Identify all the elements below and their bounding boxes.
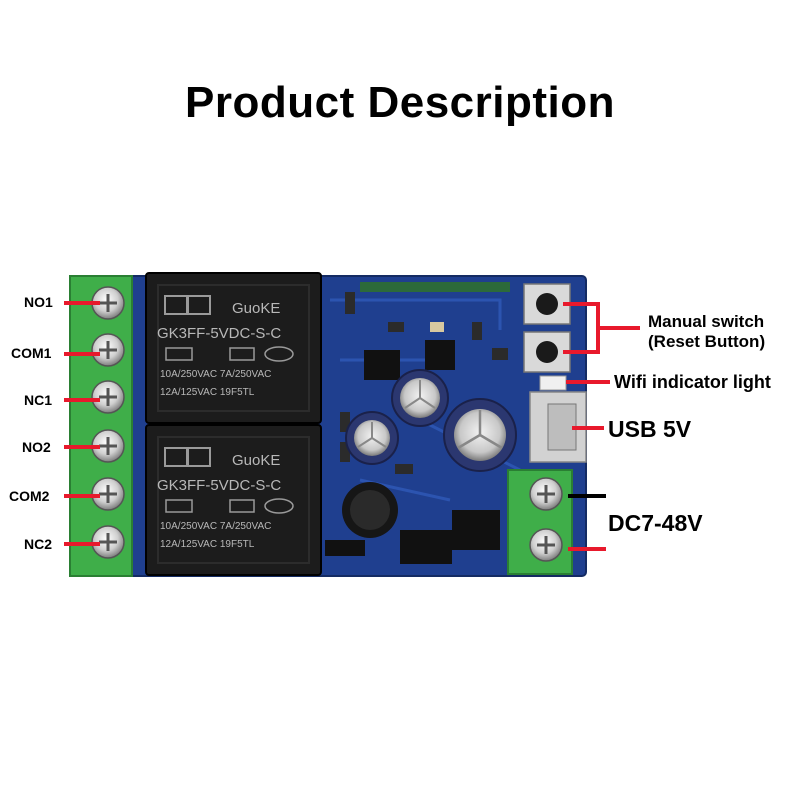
callout-wifi-indicator: Wifi indicator light [614,372,771,392]
relay-2-model: GK3FF-5VDC-S-C [157,477,281,494]
terminal-label-com2: COM2 [9,488,50,504]
page-title: Product Description [185,78,615,127]
capacitors [342,369,517,538]
callout-reset-button: (Reset Button) [648,332,766,351]
terminal-label-no2: NO2 [22,439,51,455]
left-pointer-lines [64,301,100,546]
smd-components [325,292,508,564]
callout-manual-switch: Manual switch [648,312,765,331]
left-terminal-screws [91,286,125,559]
left-terminal-block [69,275,133,577]
right-terminal-screws [529,477,563,562]
relay-1-brand: GuoKE [232,300,280,317]
callout-usb: USB 5V [608,416,692,442]
antenna-trace [360,282,510,292]
wifi-led [539,375,567,391]
certification-marks-icon [165,346,294,514]
terminal-label-com1: COM1 [11,345,52,361]
right-pointer-lines [563,302,640,551]
relay-2-rating-2: 12A/125VAC 19F5TL [160,539,255,550]
relay-2-rating-1: 10A/250VAC 7A/250VAC [160,521,271,532]
relay-1-rating-2: 12A/125VAC 19F5TL [160,387,255,398]
relay-1-rating-1: 10A/250VAC 7A/250VAC [160,369,271,380]
manual-switch-buttons [523,283,571,373]
terminal-label-nc2: NC2 [24,536,53,552]
callout-dc-input: DC7-48V [608,510,703,536]
relay-2-brand: GuoKE [232,452,280,469]
usb-port [529,391,587,463]
terminal-label-nc1: NC1 [24,392,53,408]
terminal-label-no1: NO1 [24,294,53,310]
relay-logo-icon [164,295,211,467]
relay-1-model: GK3FF-5VDC-S-C [157,325,281,342]
